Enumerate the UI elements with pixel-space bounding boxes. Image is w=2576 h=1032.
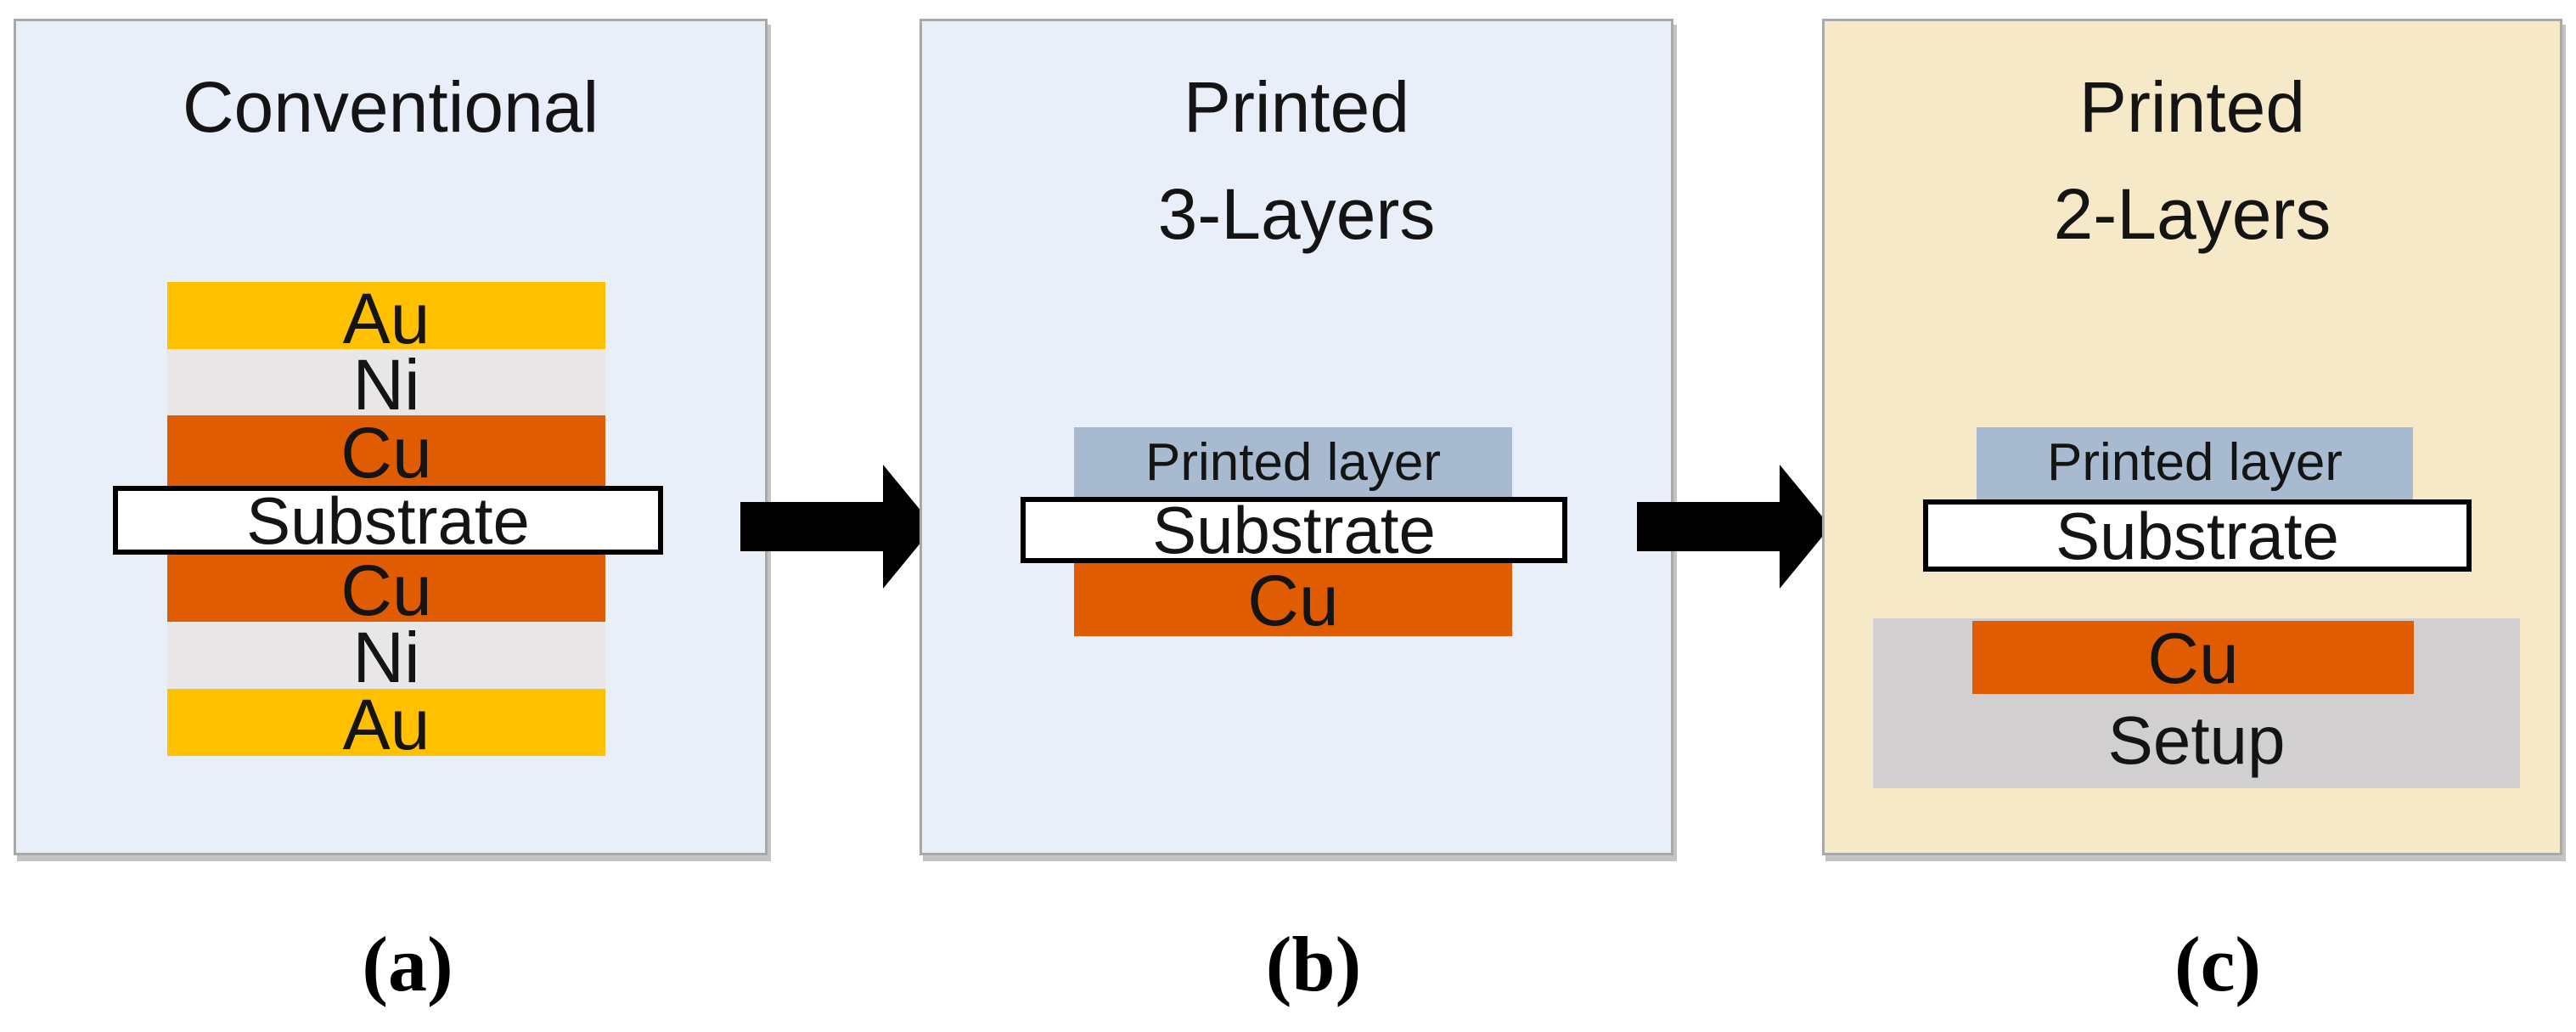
panel-printed-3-layers: Printed 3-Layers Printed layer Substrate…: [920, 19, 1673, 855]
layer-substrate-c: Substrate: [1923, 499, 2472, 572]
layer-substrate-b-label: Substrate: [1152, 493, 1436, 567]
panel-b-title: Printed 3-Layers: [922, 54, 1671, 268]
layer-printed-b: Printed layer: [1074, 427, 1512, 497]
layer-ni-bottom-label: Ni: [352, 618, 420, 697]
panel-a-title: Conventional: [16, 54, 765, 161]
layer-cu-top: Cu: [167, 415, 605, 490]
panel-printed-2-layers: Printed 2-Layers Printed layer Substrate…: [1822, 19, 2562, 855]
panel-c-title: Printed 2-Layers: [1825, 54, 2560, 268]
layer-printed-c: Printed layer: [1977, 427, 2413, 499]
layer-setup-label: Setup: [2107, 702, 2286, 778]
layer-substrate-a-label: Substrate: [246, 483, 530, 558]
right-arrow-icon: [1637, 465, 1831, 589]
panel-b-title-line1: Printed: [1183, 67, 1410, 147]
layer-cu-bottom-label: Cu: [340, 550, 432, 630]
layer-cu-b-label: Cu: [1247, 561, 1339, 640]
layer-cu-b: Cu: [1074, 561, 1512, 640]
layer-ni-top: Ni: [167, 349, 605, 420]
layer-substrate-c-label: Substrate: [2056, 499, 2339, 573]
layer-cu-c-label: Cu: [2147, 618, 2239, 698]
caption-b: (b): [1265, 921, 1362, 1007]
panel-a-title-line1: Conventional: [182, 67, 599, 147]
layer-au-top-label: Au: [342, 279, 430, 358]
layer-cu-bottom: Cu: [167, 555, 605, 626]
layer-substrate-b: Substrate: [1021, 497, 1567, 563]
layer-substrate-a: Substrate: [113, 486, 663, 555]
layer-au-top: Au: [167, 282, 605, 355]
layer-printed-c-label: Printed layer: [2046, 433, 2343, 492]
layer-au-bottom: Au: [167, 689, 605, 760]
panel-c-title-line2: 2-Layers: [2053, 174, 2331, 254]
panel-conventional: Conventional Au Ni Cu Substrate Cu Ni Au: [14, 19, 768, 855]
layer-au-bottom-label: Au: [342, 685, 430, 764]
layer-cu-c: Cu: [1972, 618, 2414, 698]
panel-c-title-line1: Printed: [2078, 67, 2306, 147]
right-arrow-icon: [740, 465, 934, 589]
layer-ni-bottom: Ni: [167, 622, 605, 693]
layer-ni-top-label: Ni: [352, 345, 420, 425]
panel-b-title-line2: 3-Layers: [1157, 174, 1436, 254]
caption-c: (c): [2174, 921, 2262, 1007]
layer-cu-top-label: Cu: [340, 413, 432, 493]
layer-printed-b-label: Printed layer: [1145, 433, 1442, 492]
caption-a: (a): [362, 921, 453, 1007]
